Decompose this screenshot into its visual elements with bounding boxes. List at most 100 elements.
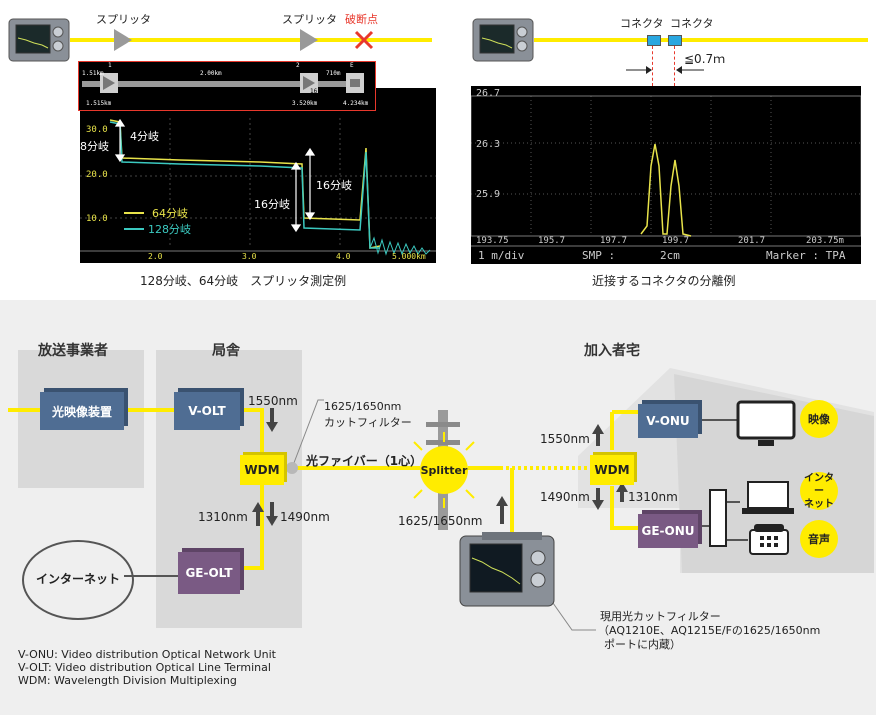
cx-tick-5: 201.7 xyxy=(738,236,766,246)
y-tick-20: 20.0 xyxy=(86,170,108,180)
legend-vonu: V-ONU: Video distribution Optical Networ… xyxy=(18,648,276,661)
service-video: 映像 xyxy=(800,400,838,438)
geonu-label: GE-ONU xyxy=(641,524,695,538)
connector-trace-plot xyxy=(471,95,861,247)
annot-16-branch-b: 16分岐 xyxy=(254,198,290,211)
gap-label: ≦0.7ｍ xyxy=(684,52,726,66)
wl-1550-home: 1550nm xyxy=(540,432,590,446)
zone-subscriber-title: 加入者宅 xyxy=(584,343,640,359)
splitter-1-icon xyxy=(114,29,132,51)
splitter-node-label: Splitter xyxy=(420,463,468,477)
connector-1-label: コネクタ xyxy=(620,17,664,30)
fiber-line-2 xyxy=(534,38,868,42)
geolt-label: GE-OLT xyxy=(185,566,233,580)
gap-arrows xyxy=(626,66,704,74)
video-device-label: 光映像装置 xyxy=(51,404,112,419)
wl-1490-home: 1490nm xyxy=(540,490,590,504)
wl-1310-home: 1310nm xyxy=(628,490,678,504)
legend-128-label: 128分岐 xyxy=(148,223,191,236)
vonu-label: V-ONU xyxy=(646,414,690,428)
connector-2-marker xyxy=(674,46,675,86)
internet-cloud xyxy=(22,540,134,620)
network-links xyxy=(8,399,748,631)
ev2-dist-bot: 3.520km xyxy=(292,100,318,107)
cx-tick-4: 199.7 xyxy=(662,236,690,246)
ev2-num: 2 xyxy=(296,62,300,69)
wl-1550-office: 1550nm xyxy=(248,394,298,408)
legend-wdm: WDM: Wavelength Division Multiplexing xyxy=(18,674,237,687)
fiber-line xyxy=(70,38,432,42)
y-tick-30: 30.0 xyxy=(86,125,108,135)
volt-label: V-OLT xyxy=(188,404,226,418)
splitter-2-label: スプリッタ xyxy=(282,13,337,26)
annot-16-branch-a: 16分岐 xyxy=(316,179,352,192)
connector-1-icon xyxy=(647,35,661,46)
status-marker: Marker : TPA xyxy=(766,249,846,262)
abbrev-legend: V-ONU: Video distribution Optical Networ… xyxy=(18,648,276,687)
tester-note-2: （AQ1210E、AQ1215E/Fの1625/1650nm xyxy=(598,624,821,637)
tester-note-1: 現用光カットフィルター xyxy=(600,610,721,623)
filter-label-2: カットフィルター xyxy=(324,416,412,429)
legend-volt: V-OLT: Video distribution Optical Line T… xyxy=(18,661,271,674)
status-smp: SMP : xyxy=(582,249,616,262)
ev1-dist-top: 1.51km xyxy=(82,70,104,77)
connector-2-icon xyxy=(668,35,682,46)
connector-1-marker xyxy=(652,46,653,86)
ev1-dist-bot: 1.515km xyxy=(86,100,112,107)
otdr-device-icon xyxy=(8,18,70,62)
event-map-graphic xyxy=(82,73,364,93)
otdr-device-icon-2 xyxy=(472,18,534,62)
wl-1490-office: 1490nm xyxy=(280,510,330,524)
pc-tower-icon xyxy=(709,489,727,547)
splitter-trace-plot xyxy=(80,118,436,256)
ev3-dist-bot: 4.234km xyxy=(343,100,369,107)
wdm-office-label: WDM xyxy=(244,463,280,477)
legend-64-swatch xyxy=(124,212,144,214)
vonu-box: V-ONU xyxy=(638,404,698,438)
wdm-home-label: WDM xyxy=(594,463,630,477)
y-tick-10: 10.0 xyxy=(86,214,108,224)
mid-span: 2.00km xyxy=(200,70,222,77)
break-point-label: 破断点 xyxy=(345,13,378,26)
annot-8-branch: 8分岐 xyxy=(80,140,109,153)
wl-test: 1625/1650nm xyxy=(398,514,483,528)
internet-label: インターネット xyxy=(36,572,121,586)
splitter-caption: 128分岐、64分岐 スプリッタ測定例 xyxy=(140,274,347,288)
ev2-ratio: 16 xyxy=(310,88,318,95)
cx-tick-3: 197.7 xyxy=(600,236,628,246)
connector-caption: 近接するコネクタの分離例 xyxy=(592,274,736,288)
break-point-icon xyxy=(354,30,374,50)
cx-tick-6: 203.75m xyxy=(806,236,844,246)
splitter-node: Splitter xyxy=(420,446,468,494)
splitter-2-icon xyxy=(300,29,318,51)
phone-icon xyxy=(749,524,789,555)
cx-tick-1: 193.75 xyxy=(476,236,509,246)
status-div: 1 m/div xyxy=(478,249,525,262)
splitter-1-label: スプリッタ xyxy=(96,13,151,26)
otdr-tester-icon xyxy=(459,532,555,607)
volt-box: V-OLT xyxy=(174,392,240,430)
x-end: 5.000km xyxy=(392,252,426,261)
annot-4-branch: 4分岐 xyxy=(130,130,159,143)
cy-tick-3: 25.9 xyxy=(476,189,501,200)
tester-note-3: ポートに内蔵） xyxy=(604,638,681,651)
cy-tick-2: 26.3 xyxy=(476,139,501,150)
laptop-icon xyxy=(742,481,794,514)
zone-broadcaster-title: 放送事業者 xyxy=(38,343,108,359)
service-internet-label: インター ネット xyxy=(804,472,834,510)
wdm-home-box: WDM xyxy=(590,455,634,485)
wdm-office-box: WDM xyxy=(240,455,284,485)
service-phone: 音声 xyxy=(800,520,838,558)
x-tick-4: 4.0 xyxy=(336,252,351,261)
x-tick-2: 2.0 xyxy=(148,252,163,261)
status-resolution: 2cm xyxy=(660,249,680,262)
geonu-box: GE-ONU xyxy=(638,514,698,548)
cx-tick-2: 195.7 xyxy=(538,236,566,246)
legend-128-swatch xyxy=(124,228,144,230)
zone-office-title: 局舎 xyxy=(212,343,240,359)
fiber-label: 光ファイバー（1心） xyxy=(306,454,423,468)
x-tick-3: 3.0 xyxy=(242,252,257,261)
wl-1310-office: 1310nm xyxy=(198,510,248,524)
legend-64-label: 64分岐 xyxy=(152,207,188,220)
connector-2-label: コネクタ xyxy=(670,17,714,30)
